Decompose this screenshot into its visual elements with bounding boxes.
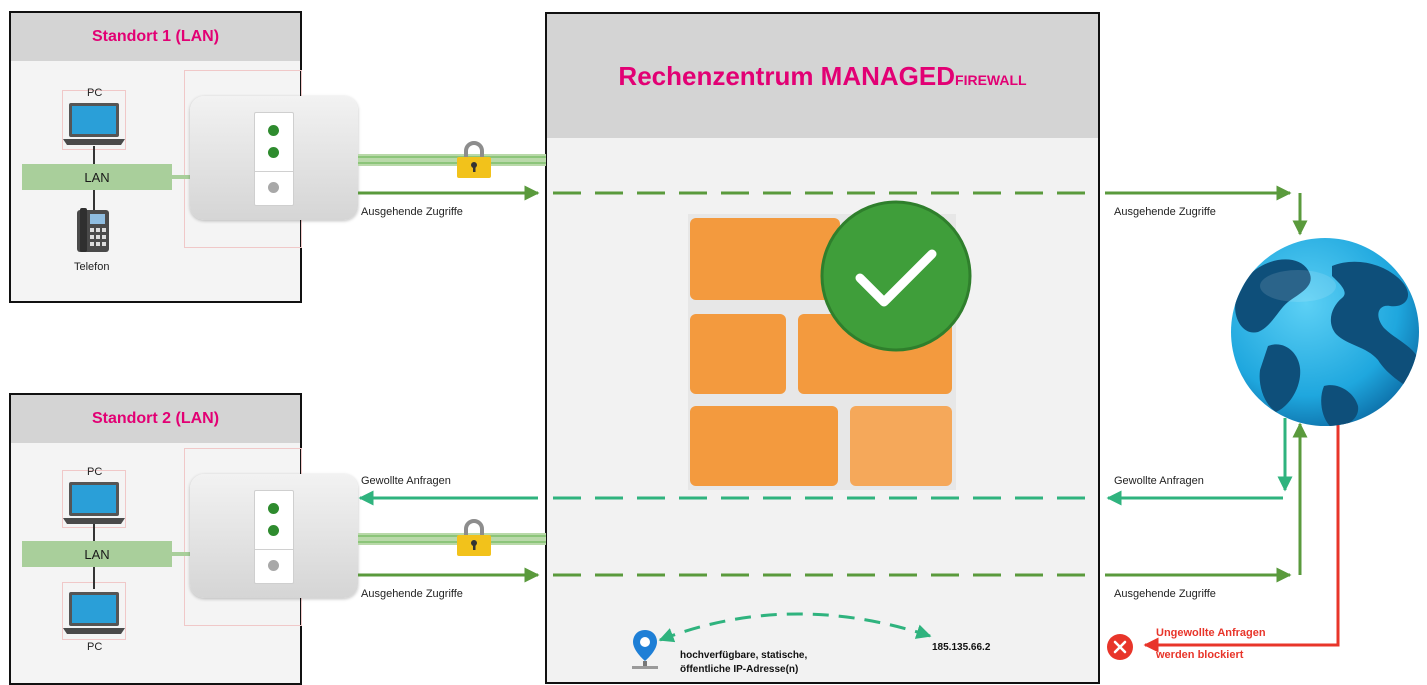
site-2-connector-bottom [93,567,95,589]
ip-arc-dashed [658,612,932,643]
site-2-pc-bottom-label: PC [87,641,103,653]
phone-icon [77,208,109,252]
router-led-1 [268,503,279,514]
router-icon [190,96,358,220]
globe-icon [1231,238,1419,426]
router-panel [254,490,294,584]
site-2-lan-link [172,552,190,556]
datacenter-title: Rechenzentrum MANAGED [618,60,956,91]
router-led-1 [268,125,279,136]
site-1-tunnel [358,154,546,166]
site-2-pc-top-label: PC [87,466,103,478]
site-1-connector-bottom [93,190,95,210]
label-internet-outgoing-bottom: Ausgehende Zugriffe [1114,588,1216,600]
label-internet-outgoing-top: Ausgehende Zugriffe [1114,206,1216,218]
label-internet-wanted: Gewollte Anfragen [1114,475,1204,487]
location-pin-icon [632,630,658,669]
laptop-icon [63,482,125,524]
router-led-2 [268,525,279,536]
laptop-icon [63,103,125,145]
site-2-tunnel [358,533,546,545]
label-site2-outgoing: Ausgehende Zugriffe [361,588,463,600]
router-divider [255,549,293,550]
lock-icon [457,519,491,556]
site-1-title: Standort 1 (LAN) [11,13,300,61]
site-2-connector-top [93,524,95,542]
ip-description-line1: hochverfügbare, statische, [680,650,808,661]
site-2-title: Standort 2 (LAN) [11,395,300,443]
router-panel [254,112,294,206]
router-led-3 [268,560,279,571]
ip-address: 185.135.66.2 [932,642,991,653]
ip-description-line2: öffentliche IP-Adresse(n) [680,664,799,675]
router-led-3 [268,182,279,193]
datacenter-title-suffix: FIREWALL [955,72,1027,88]
arrow-blocked-requests [1143,424,1340,653]
site-1-lan-bar: LAN [22,164,172,190]
label-site1-outgoing: Ausgehende Zugriffe [361,206,463,218]
site-1-lan-link [172,175,190,179]
blocked-label-line2: werden blockiert [1156,649,1244,661]
site-2-lan-bar: LAN [22,541,172,567]
router-divider [255,171,293,172]
checkmark-icon [820,200,972,352]
site-1-pc-label: PC [87,87,103,99]
router-led-2 [268,147,279,158]
blocked-label-line1: Ungewollte Anfragen [1156,627,1266,639]
lock-icon [457,141,491,178]
site-1-connector-top [93,146,95,166]
laptop-icon [63,592,125,634]
blocked-x-icon [1107,634,1133,660]
label-site2-wanted: Gewollte Anfragen [361,475,451,487]
router-icon [190,474,358,598]
site-1-phone-label: Telefon [74,261,110,273]
